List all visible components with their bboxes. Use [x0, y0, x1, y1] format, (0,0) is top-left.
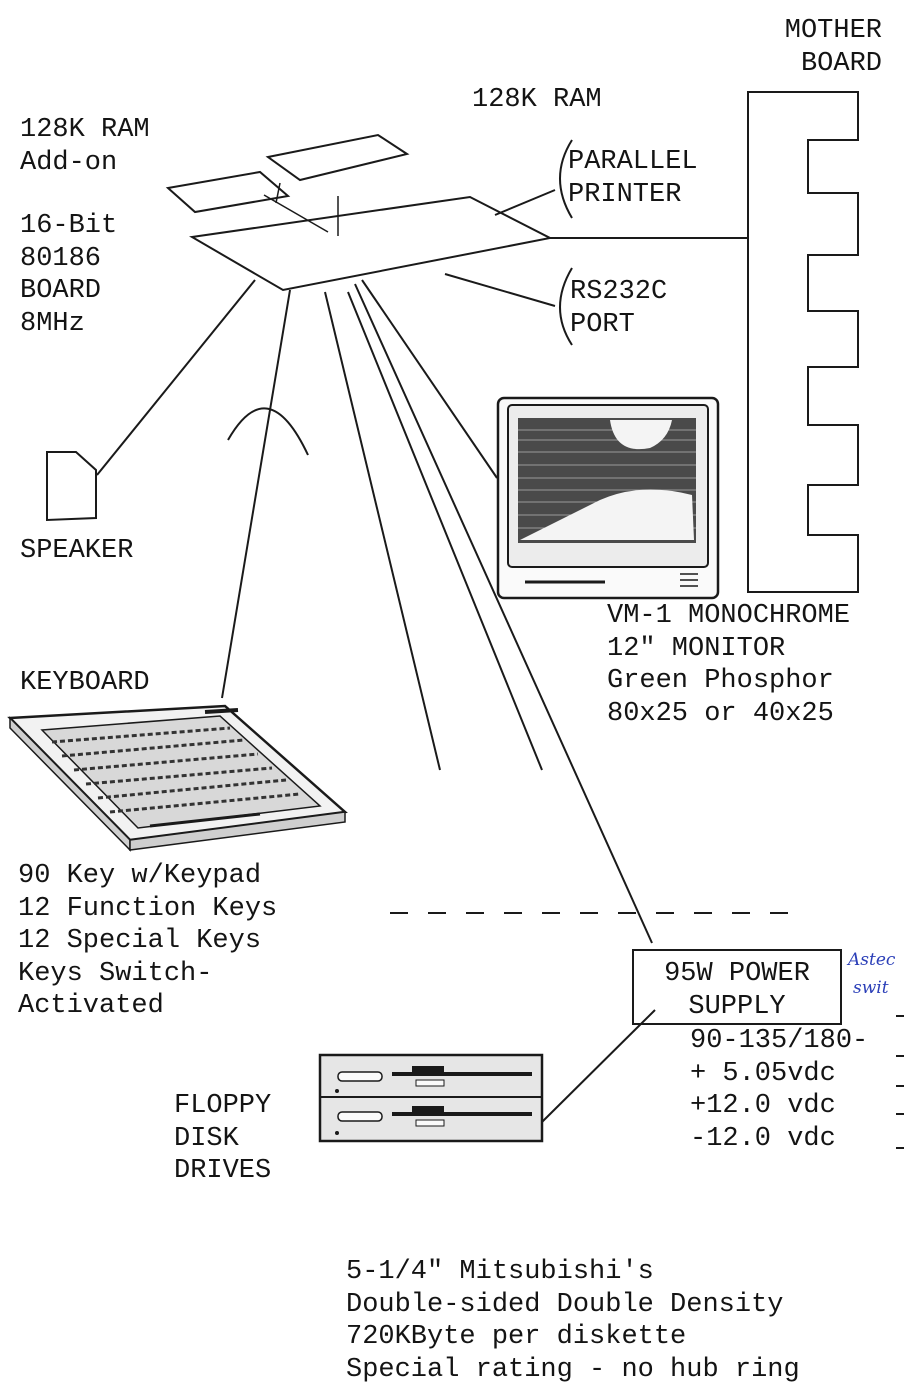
ram-card-right — [265, 133, 410, 182]
line-to-monitor — [361, 279, 498, 479]
line-to-floppy-2 — [347, 291, 543, 771]
speaker-arc — [227, 407, 309, 456]
monitor-label: VM-1 MONOCHROME 12" MONITOR Green Phosph… — [607, 601, 851, 729]
floppy-specs: 5-1/4" Mitsubishi's Double-sided Double … — [346, 1257, 800, 1385]
cpu-board-label: 16-Bit 80186 BOARD 8MHz — [20, 211, 118, 339]
handwritten-note: Astec swit — [848, 950, 896, 998]
line-to-keyboard — [221, 289, 291, 699]
ram-label: 128K RAM — [472, 85, 602, 115]
line-power-floppy — [541, 1009, 656, 1123]
keyboard-label: KEYBOARD — [20, 668, 150, 698]
power-supply-box — [632, 949, 842, 1025]
line-to-floppy-1 — [324, 291, 441, 771]
floppy-drives-icon — [318, 1053, 544, 1143]
parallel-bracket — [559, 139, 573, 219]
speaker-label: SPEAKER — [20, 536, 134, 566]
cpu-board — [189, 195, 554, 292]
ram-addon-label: 128K RAM Add-on — [20, 115, 150, 178]
line-to-parallel — [494, 189, 556, 216]
ram-card-left — [165, 170, 291, 214]
line-to-power — [354, 283, 653, 944]
line-to-rs232 — [444, 273, 556, 307]
motherboard-outline — [747, 91, 859, 593]
power-specs: 90-135/180- + 5.05vdc +12.0 vdc -12.0 vd… — [690, 1026, 869, 1154]
keyboard-icon — [7, 704, 348, 852]
rs232-bracket — [559, 267, 573, 346]
power-supply-label: 95W POWER SUPPLY — [664, 959, 810, 1022]
rs232-port-label: RS232C PORT — [570, 277, 668, 340]
parallel-printer-label: PARALLEL PRINTER — [568, 147, 698, 210]
keyboard-specs: 90 Key w/Keypad 12 Function Keys 12 Spec… — [18, 861, 278, 1021]
monitor-icon — [496, 396, 720, 600]
motherboard-label: MOTHER BOARD — [784, 16, 882, 79]
line-to-speaker — [96, 279, 256, 476]
floppy-label: FLOPPY DISK DRIVES — [174, 1091, 272, 1186]
speaker-icon — [46, 451, 97, 522]
